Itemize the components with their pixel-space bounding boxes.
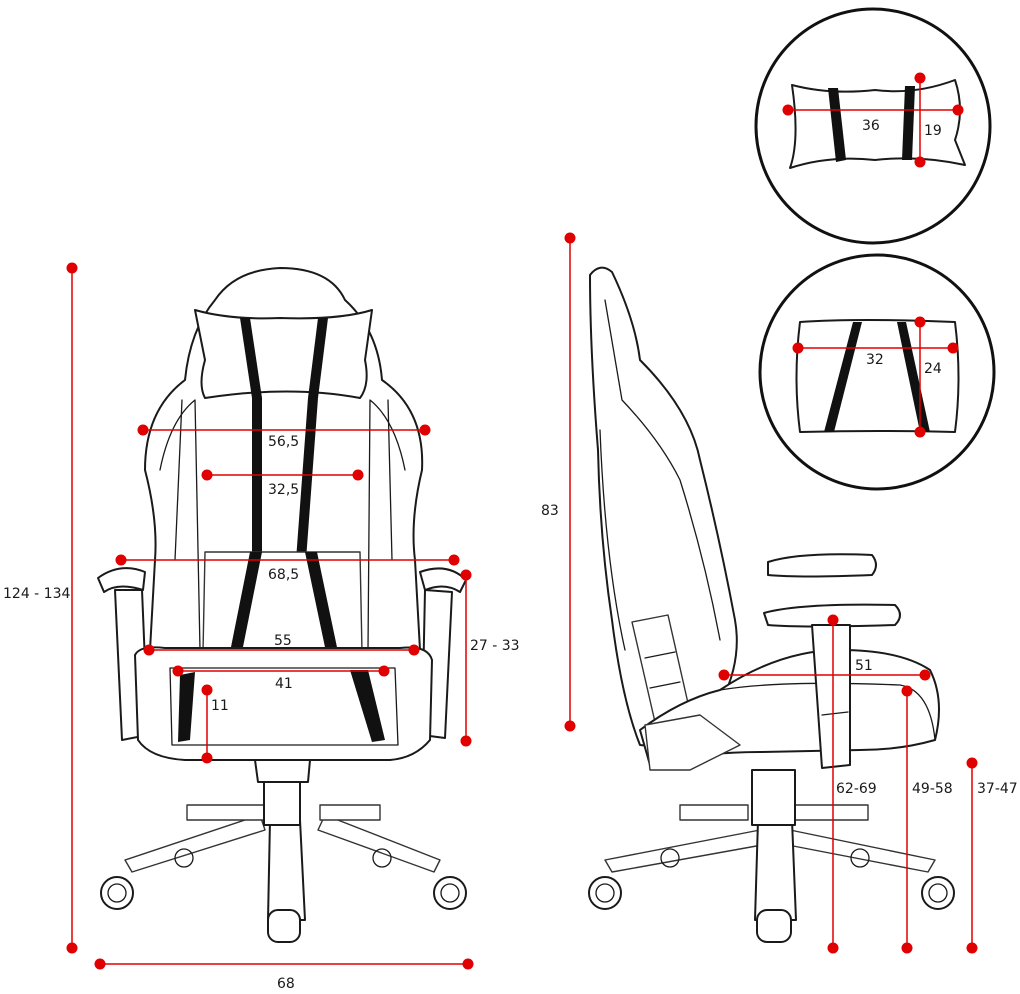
front-seat [134,646,433,761]
dim-backrest-height-start-dot [564,232,576,244]
label-seat-depth: 51 [855,658,873,674]
dim-low-height [966,757,978,954]
dim-seat-floor-height-end-dot [901,942,913,954]
dim-armrest-height [460,569,472,747]
dim-seat-inner-width [172,665,390,677]
dim-shoulder-width-start-dot [137,424,149,436]
dim-armrest-height-end-dot [460,735,472,747]
head-pillow-detail [754,7,992,245]
label-seat-floor-height: 49-58 [912,781,953,797]
dim-armrest-height-start-dot [460,569,472,581]
dim-base-width-start-dot [94,958,106,970]
dim-seat-thickness-end-dot [201,752,213,764]
dimension-labels: 124 - 134 68 56,5 32,5 68,5 27 - 33 55 4… [3,118,1018,992]
dim-low-height-end-dot [966,942,978,954]
front-backrest [144,267,424,660]
dim-overall-height-end-dot [66,942,78,954]
front-base [100,759,467,943]
lumbar-pillow-detail [758,253,996,491]
dim-seat-inner-width-end-dot [378,665,390,677]
label-seat-thickness: 11 [211,698,229,714]
dim-armrest-span-end-dot [448,554,460,566]
dim-seat-width-start-dot [143,644,155,656]
dim-lumbar-pillow-width-end-dot [947,342,959,354]
label-armrest-height: 27 - 33 [470,638,520,654]
front-chair-illustration [97,267,467,943]
dim-backrest-inner-width-end-dot [352,469,364,481]
label-head-pillow-height: 19 [924,123,942,139]
dim-seat-width [143,644,420,656]
dim-overall-height-start-dot [66,262,78,274]
dim-head-pillow-width-end-dot [952,104,964,116]
label-head-pillow-width: 36 [862,118,880,134]
side-seat [639,649,940,771]
dim-shoulder-width-end-dot [419,424,431,436]
dim-base-width-end-dot [462,958,474,970]
dim-overall-height [66,262,78,954]
dim-armrest-span-start-dot [115,554,127,566]
dim-backrest-inner-width-start-dot [201,469,213,481]
dim-armrest-span [115,554,460,566]
label-armrest-floor-height: 62-69 [836,781,877,797]
dim-seat-depth-end-dot [919,669,931,681]
dim-armrest-floor-height-start-dot [827,614,839,626]
dim-armrest-floor-height-end-dot [827,942,839,954]
side-chair-illustration [588,266,955,943]
label-shoulder-width: 56,5 [268,434,299,450]
dim-shoulder-width [137,424,431,436]
dim-lumbar-pillow-height-start-dot [914,316,926,328]
dim-lumbar-pillow-width-start-dot [792,342,804,354]
dim-backrest-height [564,232,576,732]
label-seat-width: 55 [274,633,292,649]
dim-head-pillow-height-end-dot [914,156,926,168]
label-backrest-height: 83 [541,503,559,519]
label-seat-inner-width: 41 [275,676,293,692]
side-armrest [763,553,901,769]
label-armrest-span: 68,5 [268,567,299,583]
side-backrest [589,266,738,749]
dim-seat-depth-start-dot [718,669,730,681]
dimension-markers [66,72,978,970]
label-lumbar-pillow-width: 32 [866,352,884,368]
label-lumbar-pillow-height: 24 [924,361,942,377]
dim-seat-depth [718,669,931,681]
dim-lumbar-pillow-width [792,342,959,354]
dim-armrest-floor-height [827,614,839,954]
side-base [588,769,955,943]
dim-head-pillow-width-start-dot [782,104,794,116]
label-backrest-inner-width: 32,5 [268,482,299,498]
dim-lumbar-pillow-height [914,316,926,438]
dim-lumbar-pillow-height-end-dot [914,426,926,438]
dim-base-width [94,958,474,970]
dim-seat-thickness-start-dot [201,684,213,696]
label-overall-height: 124 - 134 [3,586,70,602]
dim-low-height-start-dot [966,757,978,769]
dim-backrest-height-end-dot [564,720,576,732]
dim-seat-width-end-dot [408,644,420,656]
dim-seat-floor-height [901,685,913,954]
dim-seat-inner-width-start-dot [172,665,184,677]
dim-seat-thickness [201,684,213,764]
dim-seat-floor-height-start-dot [901,685,913,697]
dim-head-pillow-height [914,72,926,168]
dim-head-pillow-width [782,104,964,116]
dim-backrest-inner-width [201,469,364,481]
label-base-width: 68 [277,976,295,989]
label-low-height: 37-47 [977,781,1018,797]
dim-head-pillow-height-start-dot [914,72,926,84]
